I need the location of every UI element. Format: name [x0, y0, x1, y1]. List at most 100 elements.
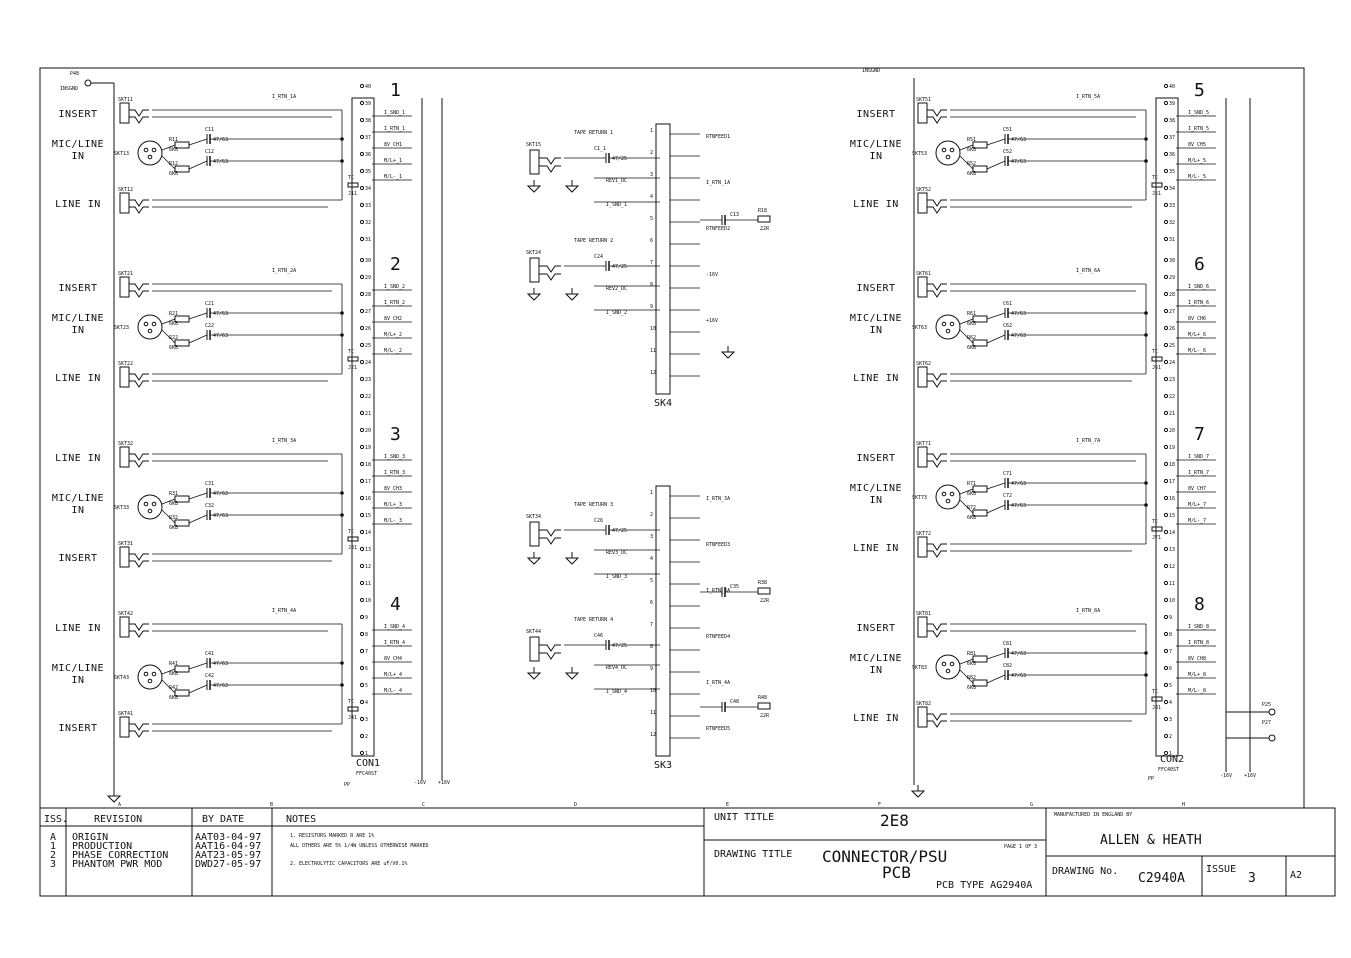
pin — [359, 342, 365, 348]
resistor-ref: R41 — [169, 661, 178, 667]
resistor-value: 6K8 — [169, 671, 178, 677]
xlr-socket — [935, 314, 961, 340]
jack-contact — [927, 206, 947, 214]
connector-body — [655, 123, 671, 395]
net-label: 8V CH8 — [1188, 656, 1206, 662]
capacitor-value: 47/63 — [1011, 311, 1026, 317]
jack-contact — [129, 560, 149, 568]
pin-number: 3 — [650, 534, 653, 540]
ground-symbol — [564, 557, 580, 565]
pin-number: 8 — [650, 644, 653, 650]
by-date-header: BY DATE — [202, 814, 244, 825]
capacitor-ref: C12 — [205, 149, 214, 155]
rev-label: REV4_DC — [606, 665, 627, 671]
jumper-ref: J61 — [1152, 365, 1161, 371]
xlr-pin — [143, 501, 149, 507]
xlr-pin — [151, 321, 157, 327]
channel-number: 1 — [390, 80, 401, 101]
mic-wire — [986, 504, 1006, 514]
pin — [1163, 461, 1169, 467]
resistor-ref: R22 — [169, 335, 178, 341]
pin-number: 21 — [365, 411, 371, 417]
pin-number: 5 — [650, 216, 653, 222]
net-label: M/L+_7 — [1188, 502, 1206, 508]
pin — [1163, 682, 1169, 688]
xlr-pin — [143, 671, 149, 677]
xlr-socket-ref: SKT83 — [912, 665, 927, 671]
ground-symbol — [526, 557, 542, 565]
tc-label: TC — [1152, 689, 1158, 695]
junction-dot — [1144, 311, 1148, 315]
pin-number: 34 — [1169, 186, 1175, 192]
channel-number: 8 — [1194, 594, 1205, 615]
pp-label: PP — [344, 782, 350, 788]
capacitor-ref: C61 — [1003, 301, 1012, 307]
pin-number: 17 — [365, 479, 371, 485]
jack-contact — [539, 644, 561, 652]
pin — [359, 665, 365, 671]
mic-wire — [188, 684, 208, 694]
capacitor-ref: C41 — [205, 651, 214, 657]
pin — [359, 478, 365, 484]
xlr-pin — [949, 661, 955, 667]
pin-number: 1 — [1169, 751, 1172, 757]
jack-contact — [927, 116, 947, 124]
capacitor-value: 47/63 — [1011, 651, 1026, 657]
pin-number: 18 — [1169, 462, 1175, 468]
jack-contact — [129, 553, 149, 561]
xlr-socket-ref: SKT63 — [912, 325, 927, 331]
revision-text: ORIGIN — [72, 832, 108, 843]
pin — [359, 236, 365, 242]
p27-terminal — [1268, 734, 1276, 742]
net-label: M/L+_4 — [384, 672, 402, 678]
pin-number: 40 — [1169, 84, 1175, 90]
pin — [1163, 512, 1169, 518]
capacitor-value: 47/25 — [612, 643, 627, 649]
pp-label: PP — [1148, 776, 1154, 782]
capacitor-ref: C62 — [1003, 323, 1012, 329]
resistor-value: 6K8 — [967, 491, 976, 497]
xlr-pin — [945, 154, 951, 160]
pin-number: 8 — [650, 282, 653, 288]
insert-socket-ref: SKT21 — [118, 271, 133, 277]
title-block-frame — [39, 807, 1336, 897]
tape-return-1: TAPE RETURN 1SKT15C1_147/25REV1_DCI_SND_… — [526, 130, 771, 232]
pin-number: 2 — [365, 734, 368, 740]
xlr-socket — [137, 664, 163, 690]
jack-contact — [927, 543, 947, 551]
pin-number: 10 — [650, 688, 656, 694]
pin — [359, 682, 365, 688]
net-label: 8V CH5 — [1188, 142, 1206, 148]
unit-title: 2E8 — [880, 811, 909, 830]
pin — [1163, 236, 1169, 242]
xlr-socket-ref: SKT13 — [114, 151, 129, 157]
net-label: 8V CH1 — [384, 142, 402, 148]
pin-number: 20 — [1169, 428, 1175, 434]
xlr-pin — [941, 147, 947, 153]
pin-number: 35 — [365, 169, 371, 175]
xlr-pin — [945, 668, 951, 674]
jack-body — [119, 616, 130, 638]
jack-contact — [539, 165, 561, 173]
jack-contact — [129, 623, 149, 631]
resistor-value: 6K8 — [169, 525, 178, 531]
pin-number: 10 — [1169, 598, 1175, 604]
send-label: I_SND_4 — [606, 689, 627, 695]
mic-wire — [161, 668, 176, 675]
pin — [1163, 168, 1169, 174]
supply-neg-label: -16V — [414, 780, 426, 786]
mic-wire — [986, 674, 1006, 684]
jack-contact — [927, 199, 947, 207]
net-label: I_RTN_8 — [1188, 640, 1209, 646]
junction-dot — [340, 683, 344, 687]
resistor-value: 6K8 — [967, 321, 976, 327]
socket-ref: SKT24 — [526, 250, 541, 256]
pin-number: 33 — [365, 203, 371, 209]
pin — [359, 219, 365, 225]
resistor-ref: R12 — [169, 161, 178, 167]
mic-wire — [188, 514, 208, 524]
resistor-ref: R71 — [967, 481, 976, 487]
jack-body — [529, 521, 540, 547]
mic-wire — [959, 329, 974, 344]
